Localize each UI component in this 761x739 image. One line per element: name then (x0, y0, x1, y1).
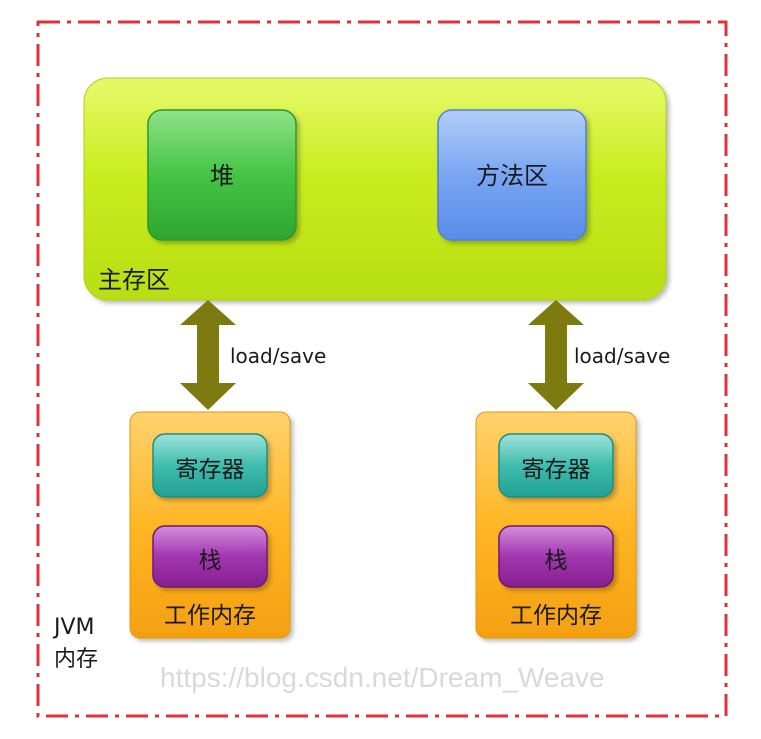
stack-box-1 (152, 525, 268, 588)
working-memory-label-1: 工作内存 (164, 603, 256, 629)
register-node-2: 寄存器 (499, 434, 613, 497)
double-arrow-right (528, 300, 584, 410)
watermark-text: https://blog.csdn.net/Dream_Weave (160, 662, 605, 693)
jvm-memory-label-line2: 内存 (54, 646, 99, 672)
register-label-1: 寄存器 (175, 457, 245, 483)
working-memory-label-2: 工作内存 (510, 603, 602, 629)
stack-box-2 (498, 525, 614, 588)
jvm-memory-border (36, 20, 728, 718)
stack-label-2: 栈 (544, 548, 568, 574)
main-memory-label: 主存区 (98, 266, 170, 294)
stack-node-2: 栈 (499, 526, 613, 587)
heap-label: 堆 (210, 162, 234, 190)
stack-label-1: 栈 (198, 548, 222, 574)
register-label-2: 寄存器 (521, 457, 591, 483)
heap-node: 堆 (148, 110, 296, 240)
link-label-1: load/save (230, 344, 327, 368)
register-box-1 (152, 433, 268, 498)
jvm-memory-label-line1: JVM (54, 615, 95, 640)
method-area-label: 方法区 (476, 162, 548, 190)
link-label-2: load/save (574, 344, 671, 368)
method-area-node: 方法区 (438, 110, 586, 240)
register-box-2 (498, 433, 614, 498)
method-area-box (437, 109, 587, 241)
stack-node-1: 栈 (153, 526, 267, 587)
register-node-1: 寄存器 (153, 434, 267, 497)
double-arrow-left (180, 300, 236, 410)
heap-box (147, 109, 297, 241)
jvm-memory-label: JVM 内存 (54, 612, 98, 676)
